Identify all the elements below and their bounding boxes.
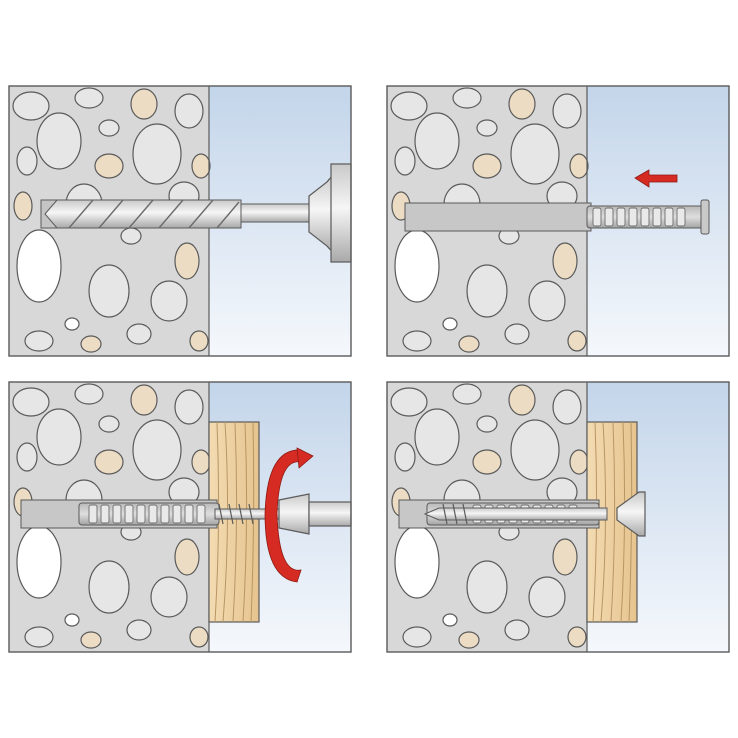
wall-plug bbox=[586, 199, 710, 235]
screw-icon bbox=[423, 491, 646, 537]
panel-frame bbox=[386, 381, 730, 653]
panel-screw-in bbox=[8, 381, 352, 653]
arrow-left-icon bbox=[634, 169, 678, 188]
panel-drill bbox=[8, 85, 352, 357]
panel-insert bbox=[386, 85, 730, 357]
panel-frame bbox=[8, 85, 352, 357]
screw bbox=[214, 493, 352, 535]
wall-plug bbox=[78, 502, 220, 526]
panel-frame bbox=[386, 85, 730, 357]
drill-bit-icon bbox=[44, 163, 352, 263]
rotation-arrow-icon bbox=[264, 447, 314, 583]
panel-fastened bbox=[386, 381, 730, 653]
panel-frame bbox=[8, 381, 352, 653]
drill-hole bbox=[404, 202, 592, 232]
